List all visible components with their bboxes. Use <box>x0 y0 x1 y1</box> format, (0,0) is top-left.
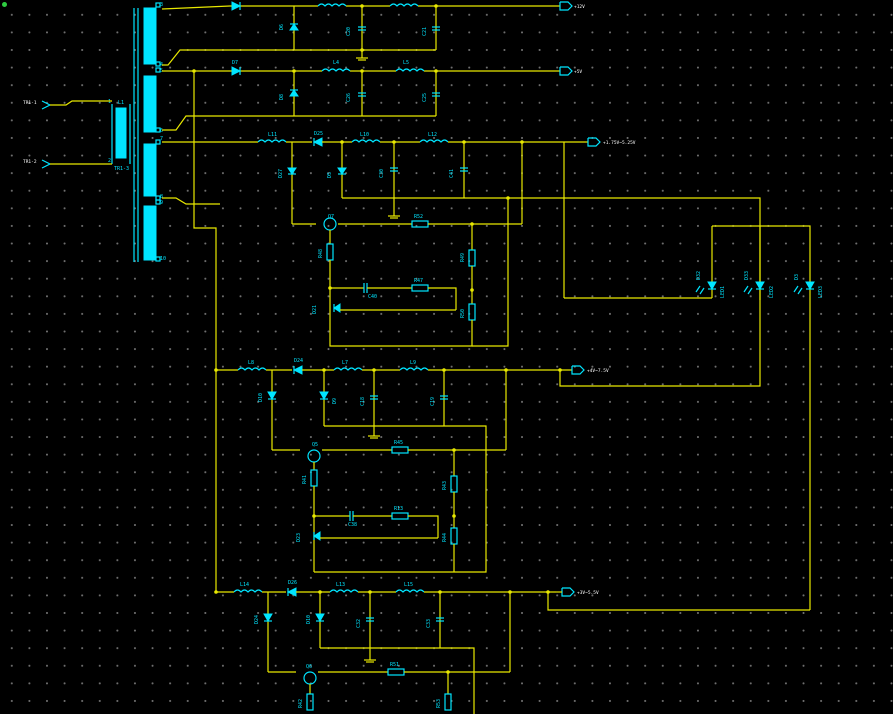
resistor-label: R48 <box>318 249 324 258</box>
inductor-label: L15 <box>404 582 413 588</box>
diode-label: D10 <box>306 615 312 624</box>
cap-label: C21 <box>422 27 428 36</box>
pin-label: 9 <box>160 200 163 206</box>
cap-label: C33 <box>426 619 432 628</box>
resistor-label: R50 <box>460 309 466 318</box>
output-label-4v: +4V~7.5V <box>587 368 609 374</box>
led-type-label: LED2 <box>769 286 775 298</box>
cap-label: C26 <box>346 93 352 102</box>
output-label-12v: +12V <box>574 4 585 10</box>
cap-label: C25 <box>422 93 428 102</box>
rail-5v[interactable]: D7 L4 L5 D8 C26 C25 +5V <box>162 60 582 131</box>
diode-label: D26 <box>288 580 297 586</box>
inductor-label: L4 <box>333 60 339 66</box>
input-port-2-label: TR1-2 <box>23 159 37 165</box>
pin-label: 10 <box>160 256 166 262</box>
resistor-label: R44 <box>442 533 448 542</box>
transistor-label: Q7 <box>328 214 334 220</box>
diode-label: D9 <box>332 398 338 404</box>
return-bus <box>193 71 217 592</box>
cap-label: C38 <box>348 522 357 528</box>
cap-label: C40 <box>368 294 377 300</box>
zener-label: D23 <box>296 533 302 542</box>
diode-label: D8 <box>279 94 285 100</box>
pin-label: 7 <box>160 136 163 142</box>
pin-label: 8 <box>160 194 163 200</box>
diode-label: D24 <box>254 615 260 624</box>
pin-label: 1 <box>108 99 111 105</box>
winding-lead <box>162 197 220 205</box>
led-type-label: LED3 <box>818 286 824 298</box>
led-label: D3 <box>794 274 800 280</box>
rail-1v75[interactable]: L11 D25 L10 L12 +1.75V~5.25V D27 D5 C30 … <box>162 131 761 300</box>
rail-12v[interactable]: +12V D6 C20 C21 <box>161 1 585 66</box>
led-label: D33 <box>744 271 750 280</box>
status-indicator <box>2 2 7 7</box>
pin-label: 2 <box>108 158 111 164</box>
output-label-1v75: +1.75V~5.25V <box>603 140 636 146</box>
cap-label: C19 <box>430 397 436 406</box>
regulator-1[interactable]: Q7 R52 R48 R49 C40 R47 R50 D21 <box>292 198 522 347</box>
pin-label: 3 <box>160 2 163 8</box>
inductor-label: L9 <box>410 360 416 366</box>
rail-4v[interactable]: L8 D24 L7 L9 +4V~7.5V D10 D9 C18 C19 <box>214 300 761 573</box>
zener-label: D21 <box>312 305 318 314</box>
diode-label: D27 <box>278 169 284 178</box>
transformer-label: L1 <box>118 100 124 106</box>
resistor-label: R43 <box>442 481 448 490</box>
cap-label: C41 <box>449 169 455 178</box>
pin-label: 4 <box>160 62 163 68</box>
resistor-label: R53 <box>436 699 442 708</box>
output-label-5v: +5V <box>574 69 582 75</box>
led-label: D32 <box>696 271 702 280</box>
inductor-label: L11 <box>268 132 277 138</box>
transistor-label: Q6 <box>306 664 312 670</box>
inductor-label: L13 <box>336 582 345 588</box>
diode-label: D5 <box>327 172 333 178</box>
input-port-1[interactable]: TR1-1 <box>23 100 112 110</box>
inductor-label: L14 <box>240 582 249 588</box>
inductor-label: L10 <box>360 132 369 138</box>
resistor-label: R45 <box>394 440 403 446</box>
led-type-label: LED1 <box>720 286 726 298</box>
resistor-label: R13 <box>394 506 403 512</box>
input-port-2[interactable]: TR1-2 <box>23 159 112 169</box>
pin-label: 6 <box>160 128 163 134</box>
cap-label: C18 <box>360 397 366 406</box>
regulator-2[interactable]: Q5 R45 R41 R43 C38 R13 R44 D23 <box>272 440 506 572</box>
resistor-label: R47 <box>414 278 423 284</box>
led-indicators[interactable]: D32 LED1 D33 LED2 D3 LED3 <box>695 225 824 610</box>
cap-label: C32 <box>356 619 362 628</box>
resistor-label: R52 <box>414 214 423 220</box>
resistor-label: R51 <box>390 662 399 668</box>
inductor-label: L5 <box>403 60 409 66</box>
resistor-label: R42 <box>298 699 304 708</box>
inductor-label: L12 <box>428 132 437 138</box>
diode-label: D24 <box>294 358 303 364</box>
inductor-label: L8 <box>248 360 254 366</box>
diode-label: D7 <box>232 60 238 66</box>
diode-label: D25 <box>314 131 323 137</box>
diode-label: D10 <box>258 393 264 402</box>
transformer-sublabel: TR1-3 <box>114 166 129 172</box>
cap-label: C20 <box>346 27 352 36</box>
resistor-label: R41 <box>302 475 308 484</box>
input-port-1-label: TR1-1 <box>23 100 37 106</box>
inductor-label: L7 <box>342 360 348 366</box>
transformer[interactable]: L1 TR1-3 3 4 5 6 7 8 9 10 1 2 <box>108 2 166 262</box>
pin-label: 5 <box>160 68 163 74</box>
transistor-label: Q5 <box>312 442 318 448</box>
cap-label: C30 <box>379 169 385 178</box>
rail-3v[interactable]: L14 D26 L13 L15 +3V~5.5V D24 D10 C32 C33 <box>214 580 810 714</box>
output-label-3v: +3V~5.5V <box>577 590 599 596</box>
resistor-label: R49 <box>460 253 466 262</box>
diode-label: D6 <box>279 24 285 30</box>
regulator-3[interactable]: Q6 R51 R42 R53 <box>268 662 510 711</box>
